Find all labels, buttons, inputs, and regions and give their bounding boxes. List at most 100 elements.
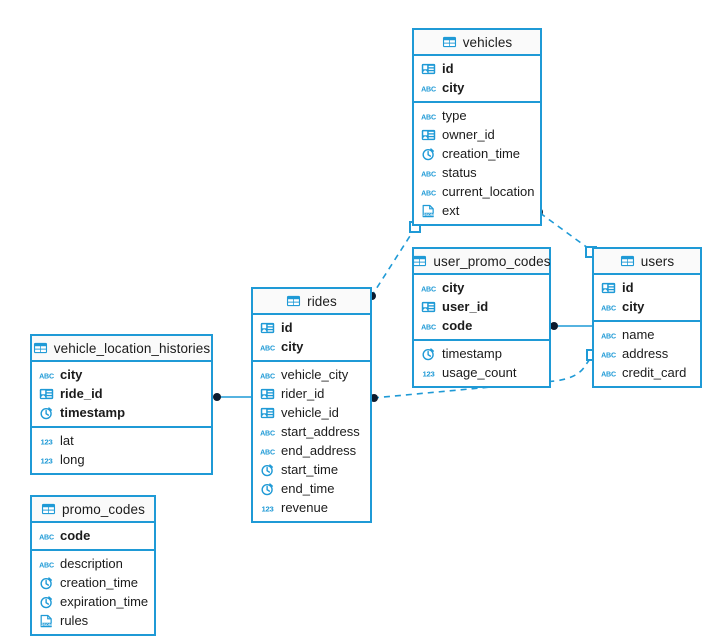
svg-text:ABC: ABC bbox=[601, 351, 616, 359]
column-row[interactable]: rider_id bbox=[253, 384, 370, 403]
column-row[interactable]: ride_id bbox=[32, 384, 211, 403]
column-row[interactable]: end_time bbox=[253, 479, 370, 498]
id-card-icon bbox=[421, 301, 436, 312]
column-row[interactable]: vehicle_id bbox=[253, 403, 370, 422]
column-row[interactable]: ABC code bbox=[414, 316, 549, 335]
column-name: id bbox=[622, 280, 634, 295]
table-header[interactable]: user_promo_codes bbox=[413, 249, 550, 275]
column-row[interactable]: user_id bbox=[414, 297, 549, 316]
table-name: promo_codes bbox=[62, 501, 145, 517]
123-icon: 123 bbox=[41, 456, 53, 465]
column-row[interactable]: ABC city bbox=[253, 337, 370, 356]
table-header[interactable]: rides bbox=[253, 289, 370, 315]
svg-text:ABC: ABC bbox=[39, 372, 54, 380]
column-row[interactable]: id bbox=[594, 278, 700, 297]
column-name: credit_card bbox=[622, 365, 687, 380]
json-icon: JSON bbox=[40, 614, 52, 627]
column-row[interactable]: timestamp bbox=[414, 344, 549, 363]
abc-icon: ABC bbox=[260, 372, 275, 380]
column-name: status bbox=[442, 165, 477, 180]
table-header[interactable]: vehicle_location_histories bbox=[32, 336, 211, 362]
column-row[interactable]: 123 long bbox=[32, 450, 211, 469]
table-icon bbox=[442, 36, 456, 48]
column-name: code bbox=[442, 318, 473, 333]
clock-icon bbox=[40, 406, 53, 419]
column-name: vehicle_id bbox=[281, 405, 339, 420]
column-row[interactable]: creation_time bbox=[32, 573, 154, 592]
table-header[interactable]: users bbox=[594, 249, 700, 275]
column-row[interactable]: start_time bbox=[253, 460, 370, 479]
column-name: id bbox=[442, 61, 454, 76]
column-row[interactable]: ABC code bbox=[32, 526, 154, 545]
abc-icon: ABC bbox=[260, 448, 275, 456]
clock-icon bbox=[40, 576, 53, 589]
column-row[interactable]: 123 usage_count bbox=[414, 363, 549, 382]
table-header[interactable]: vehicles bbox=[414, 30, 540, 56]
column-row[interactable]: creation_time bbox=[414, 144, 540, 163]
column-row[interactable]: ABC status bbox=[414, 163, 540, 182]
id-card-icon bbox=[421, 63, 436, 74]
table-icon bbox=[42, 503, 56, 515]
abc-icon: ABC bbox=[421, 113, 436, 121]
column-row[interactable]: id bbox=[414, 59, 540, 78]
svg-text:ABC: ABC bbox=[39, 533, 54, 541]
column-row[interactable]: timestamp bbox=[32, 403, 211, 422]
abc-icon: ABC bbox=[421, 189, 436, 197]
relationship-rides-to-vehicles[interactable] bbox=[370, 224, 418, 298]
column-name: code bbox=[60, 528, 91, 543]
column-name: ride_id bbox=[60, 386, 103, 401]
clock-icon bbox=[422, 147, 435, 160]
column-name: rider_id bbox=[281, 386, 325, 401]
column-name: city bbox=[442, 80, 465, 95]
abc-icon: ABC bbox=[601, 332, 616, 340]
relationship-vehicles-to-users[interactable] bbox=[539, 212, 593, 252]
column-name: long bbox=[60, 452, 85, 467]
abc-icon: ABC bbox=[421, 323, 436, 331]
column-name: city bbox=[281, 339, 304, 354]
column-row[interactable]: id bbox=[253, 318, 370, 337]
abc-icon: ABC bbox=[421, 170, 436, 178]
column-name: usage_count bbox=[442, 365, 517, 380]
id-card-icon bbox=[260, 322, 275, 333]
svg-text:ABC: ABC bbox=[421, 170, 436, 178]
abc-icon: ABC bbox=[260, 344, 275, 352]
svg-text:123: 123 bbox=[423, 369, 435, 378]
column-row[interactable]: owner_id bbox=[414, 125, 540, 144]
table-header[interactable]: promo_codes bbox=[32, 497, 154, 523]
svg-text:ABC: ABC bbox=[260, 344, 275, 352]
column-name: creation_time bbox=[442, 146, 521, 161]
abc-icon: ABC bbox=[601, 304, 616, 312]
column-name: expiration_time bbox=[60, 594, 149, 609]
column-row[interactable]: expiration_time bbox=[32, 592, 154, 611]
column-name: city bbox=[442, 280, 465, 295]
